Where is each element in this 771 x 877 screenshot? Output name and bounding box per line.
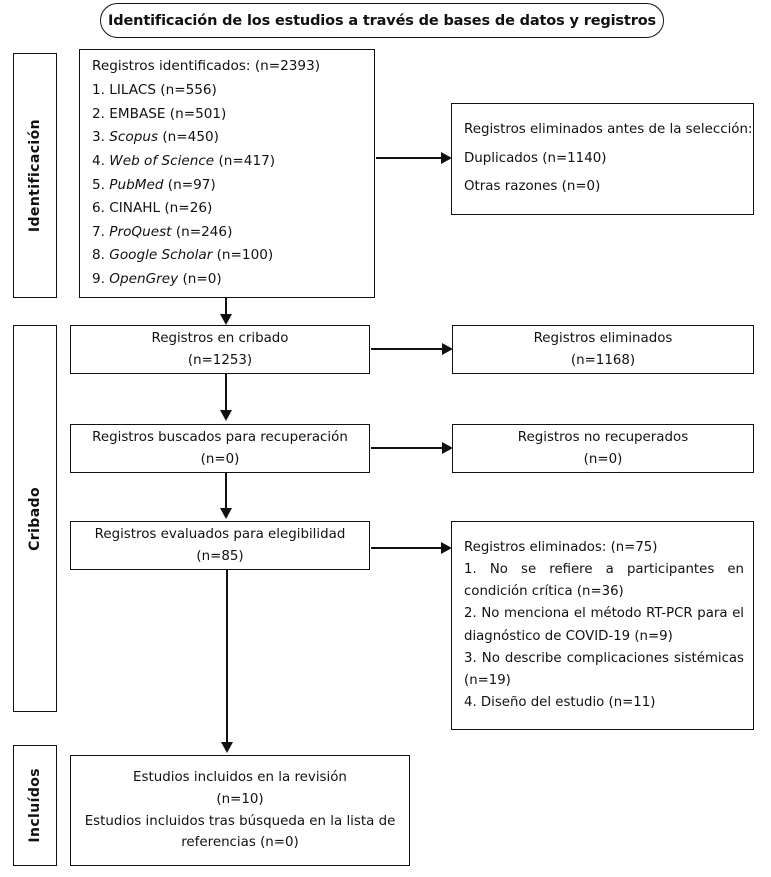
- included-line-2: (n=10): [216, 791, 264, 807]
- arrowhead-assessed-to-exclusion-reasons: [441, 541, 452, 554]
- records-screened-count: (n=1253): [187, 352, 253, 368]
- box-studies-included: Estudios incluidos en la revisión (n=10)…: [70, 755, 410, 866]
- connector-screened-to-excluded: [371, 348, 443, 351]
- source-item: 5. PubMed (n=97): [92, 176, 216, 193]
- stage-label-screening-text: Cribado: [27, 486, 43, 551]
- source-item: 8. Google Scholar (n=100): [92, 247, 274, 264]
- arrowhead-identified-to-duplicates: [441, 151, 452, 164]
- exclusion-reason-item: 2. No menciona el método RT-PCR para el …: [464, 606, 744, 644]
- removed-other-reasons: Otras razones (n=0): [464, 179, 601, 195]
- records-not-retrieved-count: (n=0): [583, 451, 623, 467]
- arrowhead-screened-to-excluded: [442, 342, 453, 355]
- arrowhead-screened-to-sought: [219, 410, 232, 421]
- connector-assessed-to-exclusion-reasons: [371, 547, 442, 550]
- connector-sought-to-assessed: [225, 473, 228, 510]
- arrowhead-sought-to-not-retrieved: [442, 441, 453, 454]
- source-item: 1. LILACS (n=556): [92, 81, 217, 98]
- source-item: 3. Scopus (n=450): [92, 129, 219, 146]
- box-records-not-retrieved: Registros no recuperados (n=0): [452, 424, 754, 473]
- source-item: 2. EMBASE (n=501): [92, 105, 227, 122]
- included-line-3: Estudios incluidos tras búsqueda en la l…: [84, 813, 396, 829]
- source-item: 4. Web of Science (n=417): [92, 152, 276, 169]
- records-screened-label: Registros en cribado: [151, 330, 289, 346]
- removed-duplicates: Duplicados (n=1140): [464, 150, 607, 166]
- exclusion-reason-item: 1. No se refiere a participantes en cond…: [464, 562, 744, 600]
- connector-identified-to-duplicates: [376, 157, 442, 160]
- box-records-sought-retrieval: Registros buscados para recuperación (n=…: [70, 424, 370, 473]
- box-records-screened: Registros en cribado (n=1253): [70, 325, 370, 374]
- box-records-assessed-eligibility: Registros evaluados para elegibilidad (n…: [70, 521, 370, 570]
- included-line-1: Estudios incluidos en la revisión: [133, 770, 347, 786]
- exclusion-reason-item: 3. No describe complicaciones sistémicas…: [464, 650, 744, 688]
- records-excluded-label: Registros eliminados: [533, 330, 673, 346]
- records-sought-label: Registros buscados para recuperación: [92, 429, 348, 445]
- arrowhead-sought-to-assessed: [219, 508, 232, 519]
- removed-before-header: Registros eliminados antes de la selecci…: [464, 121, 753, 137]
- connector-sought-to-not-retrieved: [371, 447, 443, 450]
- box-exclusion-reasons: Registros eliminados: (n=75) 1. No se re…: [451, 521, 754, 730]
- exclusion-reason-item: 4. Diseño del estudio (n=11): [464, 694, 656, 710]
- stage-label-screening: Cribado: [13, 325, 57, 712]
- stage-label-identification-text: Identificación: [27, 118, 43, 233]
- box-removed-before-screening: Registros eliminados antes de la selecci…: [451, 103, 754, 215]
- records-sought-count: (n=0): [200, 451, 240, 467]
- records-assessed-label: Registros evaluados para elegibilidad: [94, 526, 346, 542]
- exclusion-reasons-header: Registros eliminados: (n=75): [464, 540, 658, 556]
- source-item: 6. CINAHL (n=26): [92, 200, 213, 217]
- arrowhead-assessed-to-included: [220, 742, 233, 753]
- stage-label-identification: Identificación: [13, 53, 57, 298]
- arrowhead-identified-to-screened: [219, 314, 232, 325]
- box-records-identified: Registros identificados: (n=2393) 1. LIL…: [79, 49, 375, 298]
- stage-label-included-text: Incluídos: [27, 768, 43, 843]
- source-item: 7. ProQuest (n=246): [92, 223, 233, 240]
- connector-assessed-to-included: [226, 570, 229, 744]
- stage-label-included: Incluídos: [13, 745, 57, 866]
- records-assessed-count: (n=85): [196, 548, 244, 564]
- included-line-4: referencias (n=0): [181, 835, 299, 851]
- box-records-excluded: Registros eliminados (n=1168): [452, 325, 754, 374]
- connector-identified-to-screened: [225, 298, 228, 316]
- source-item: 9. OpenGrey (n=0): [92, 271, 222, 288]
- diagram-title: Identificación de los estudios a través …: [100, 3, 664, 38]
- connector-screened-to-sought: [225, 374, 228, 412]
- records-identified-header: Registros identificados: (n=2393): [92, 58, 321, 75]
- records-excluded-count: (n=1168): [570, 352, 636, 368]
- records-not-retrieved-label: Registros no recuperados: [517, 429, 689, 445]
